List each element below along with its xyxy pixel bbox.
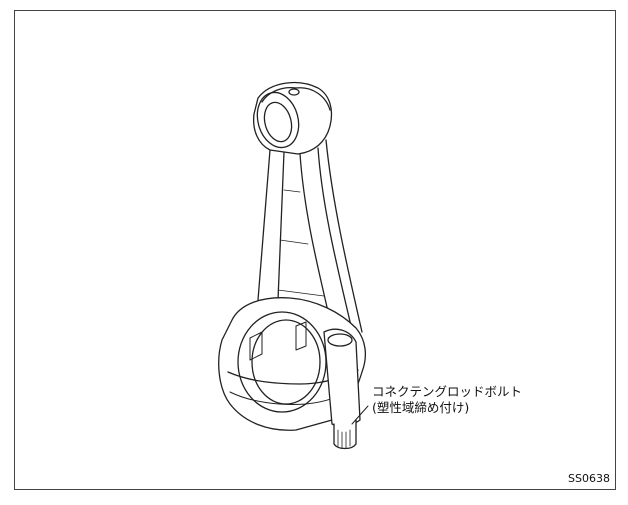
rod-shank [257,139,363,333]
callout-label-line2: (塑性域締め付け) [372,400,470,415]
small-end [252,81,333,155]
figure-frame [14,10,616,490]
big-end [218,297,367,450]
figure-code: SS0638 [568,472,610,485]
callout-leader-line [351,405,369,425]
callout-label-line1: コネクテングロッドボルト [372,384,523,399]
